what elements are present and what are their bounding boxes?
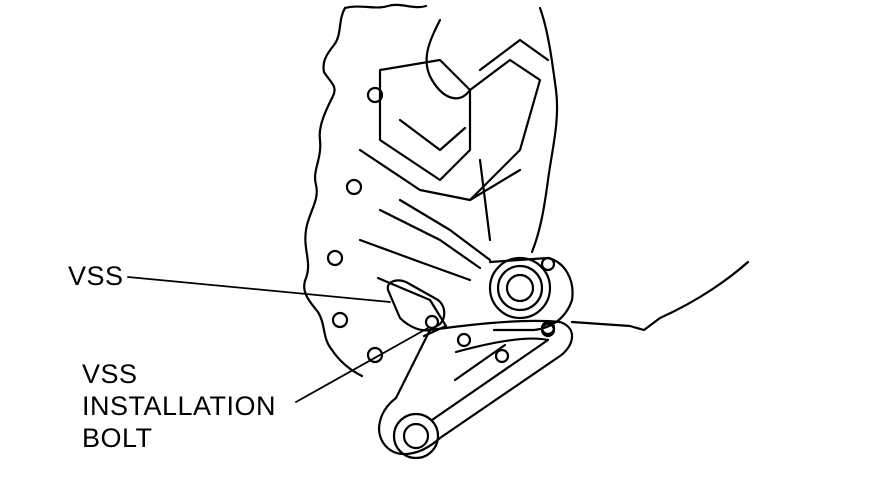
housing-bolt-1 (366, 86, 384, 104)
rib-7 (398, 198, 492, 262)
rib-2 (398, 118, 467, 152)
vss-sensor-flange (376, 276, 448, 338)
housing-bolt-3 (326, 249, 344, 267)
rib-8 (378, 208, 482, 270)
housing-top-edge (343, 3, 428, 10)
housing-bolt-4 (331, 311, 349, 329)
rib-9 (358, 238, 472, 282)
rib-4 (478, 38, 550, 72)
rib-5 (358, 148, 522, 202)
mount-bracket-rib (430, 337, 550, 422)
vss-label: VSS (68, 261, 124, 291)
bracket-bushing-outer (392, 412, 440, 460)
housing-bolt-5 (366, 346, 384, 364)
rib-6 (425, 18, 472, 100)
vss-sensor (386, 279, 446, 332)
vss-leader-line (127, 276, 391, 303)
output-seal-inner (505, 273, 535, 303)
flange-plate (488, 256, 574, 332)
vss-installation-bolt-label-line-1: VSS (82, 359, 138, 389)
output-seal-outer (488, 256, 552, 320)
engine-block-edge (570, 260, 750, 332)
housing-right-edge (530, 6, 559, 254)
bracket-bolt-1 (456, 332, 472, 348)
vss-installation-bolt-label-line-3: BOLT (82, 423, 153, 453)
output-seal-middle (496, 264, 544, 312)
bracket-bolt-3 (540, 320, 556, 336)
rib-3 (468, 58, 542, 202)
housing-outline (303, 6, 364, 378)
flange-bolt-1 (540, 256, 556, 272)
rib-10 (478, 158, 492, 242)
vss-installation-bolt-label-line-2: INSTALLATION (82, 391, 277, 421)
rib-1 (378, 58, 472, 182)
vss-installation-bolt-head (424, 314, 440, 330)
bracket-bolt-2 (494, 348, 510, 364)
bracket-bushing-inner (402, 422, 430, 450)
vss-installation-bolt-label: VSS INSTALLATION BOLT (82, 358, 276, 454)
mount-bracket-slot (453, 343, 507, 382)
mount-bracket (378, 319, 574, 456)
housing-bolt-2 (345, 178, 363, 196)
vss-bolt-leader-line (295, 327, 429, 403)
